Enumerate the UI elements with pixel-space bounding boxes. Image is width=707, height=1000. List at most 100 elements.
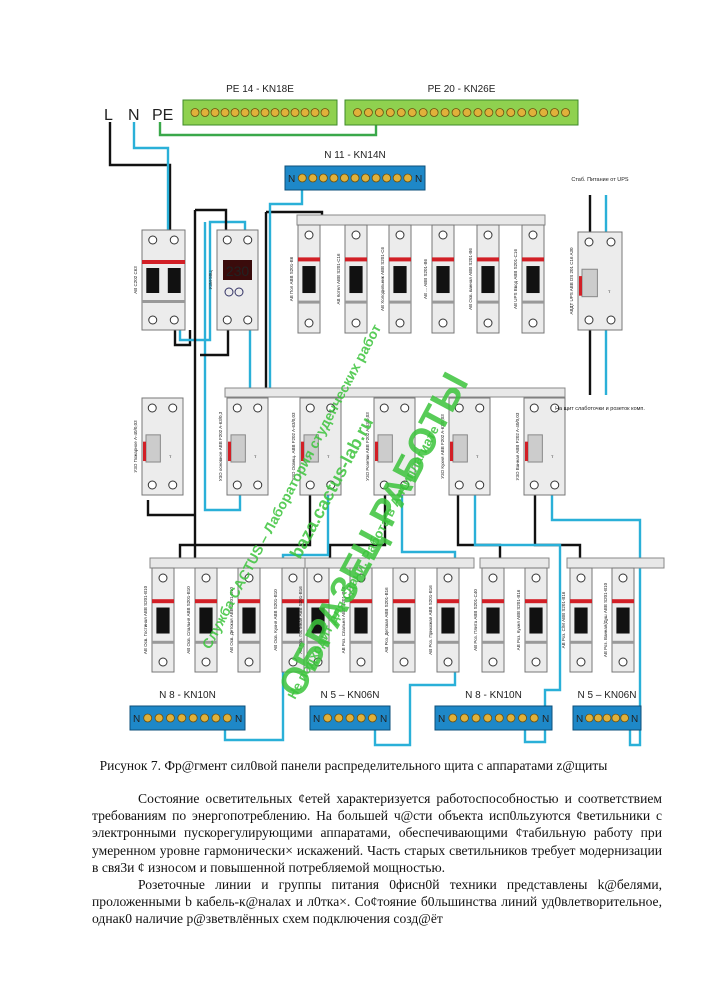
- terminal-screw-icon: [305, 480, 315, 490]
- rcbo-ups-label: АВДТ UPS ABB DS 201 C16 A30: [569, 247, 574, 314]
- busbar-comb: [149, 557, 315, 569]
- rcd-label: УЗО Ванная ABB F202 A-40/0,03: [515, 412, 520, 480]
- toggle-handle: [393, 266, 407, 294]
- divider: [612, 640, 634, 644]
- terminal-screw-icon: [310, 108, 320, 117]
- breaker-label: АВ Роз. Спальня ABB S201-B16: [341, 586, 346, 653]
- voltage-relay: 230 УЗМ-50Ц: [208, 229, 259, 331]
- red-stripe: [525, 599, 547, 604]
- n-bar-label: N 5 – KN06N: [578, 690, 637, 701]
- pe-bar-label: PE 14 - KN18E: [226, 84, 294, 95]
- red-stripe: [298, 257, 320, 262]
- terminal-screw-icon: [326, 480, 336, 490]
- breaker: АВ Пол ABB S201-B6: [289, 224, 321, 334]
- terminal-screw-icon: [320, 108, 330, 117]
- terminal-screw-icon: [200, 713, 209, 723]
- breaker: АВ Осв. Гостиная ABB S201-B10: [143, 567, 175, 673]
- red-stripe: [350, 599, 372, 604]
- main-breaker-label: АВ С202 С63: [133, 266, 138, 294]
- terminal-screw-icon: [188, 713, 198, 723]
- red-stripe: [570, 599, 592, 604]
- terminal-screw-icon: [253, 403, 263, 413]
- figure-caption: Рисунок 7. Фр@гмент сил0вой панели распр…: [99, 758, 608, 773]
- toggle-handle: [397, 607, 411, 634]
- pe-bar-body: [344, 99, 579, 126]
- n-bar-label: N 8 - KN10N: [465, 690, 522, 701]
- n-bar-label: N 5 – KN06N: [321, 690, 380, 701]
- terminal-screw-icon: [304, 318, 314, 328]
- terminal-screw-icon: [361, 173, 370, 183]
- toggle-handle: [436, 266, 450, 294]
- terminal-screw-icon: [506, 108, 516, 117]
- display-value: 230: [226, 263, 250, 279]
- terminal-screw-icon: [454, 480, 464, 490]
- divider: [389, 300, 411, 304]
- rcd-label: УЗО Кухня ABB F202 A-63/0,03: [440, 414, 445, 479]
- terminal-screw-icon: [318, 173, 328, 183]
- red-indicator: [228, 441, 231, 462]
- breaker-label: АВ Роз. Прихожая ABB S201-B16: [428, 585, 433, 655]
- terminal-screw-icon: [166, 713, 175, 723]
- terminal-screw-icon: [451, 108, 461, 117]
- terminal-screw-icon: [304, 230, 314, 240]
- terminal-screw-icon: [396, 108, 406, 117]
- red-stripe: [389, 257, 411, 262]
- red-stripe: [195, 599, 217, 604]
- display: [223, 260, 252, 280]
- pe-bar: PE 20 - KN26E: [344, 84, 579, 126]
- test-window: [230, 434, 246, 463]
- toggle-handle: [349, 266, 363, 294]
- terminal-screw-icon: [584, 237, 594, 247]
- terminal-screw-icon: [483, 230, 493, 240]
- terminal-screw-icon: [147, 403, 157, 413]
- label-n: N: [128, 107, 140, 124]
- terminal-screw-icon: [148, 235, 158, 245]
- test-window: [527, 434, 543, 463]
- terminal-screw-icon: [429, 108, 439, 117]
- n-mark: N: [576, 714, 583, 725]
- toggle-handle: [574, 607, 588, 634]
- wire: [158, 122, 378, 137]
- terminal-screw-icon: [618, 657, 628, 667]
- divider: [522, 300, 544, 304]
- terminal-screw-icon: [576, 657, 586, 667]
- terminal-screw-icon: [190, 108, 200, 117]
- terminal-screw-icon: [243, 235, 253, 245]
- voltage-relay-label: УЗМ-50Ц: [208, 270, 213, 290]
- wire: [550, 495, 642, 747]
- n-mark: N: [133, 714, 140, 725]
- terminal-screw-icon: [288, 573, 298, 583]
- wire: [373, 495, 457, 747]
- red-indicator: [375, 441, 378, 462]
- breaker-label: АВ Осв. ванная ABB S201-B6: [468, 248, 473, 310]
- terminal-screw-icon: [260, 108, 270, 117]
- terminal-screw-icon: [618, 573, 628, 583]
- terminal-screw-icon: [158, 573, 168, 583]
- breaker: АВ Роз. Плита ABB S201-C40: [473, 567, 505, 673]
- terminal-screw-icon: [550, 480, 560, 490]
- wire: [328, 495, 387, 560]
- divider: [142, 300, 185, 303]
- terminal-screw-icon: [395, 230, 405, 240]
- wire: [203, 222, 242, 512]
- breaker: АВ Холодильник ABB S201-C6: [380, 224, 412, 334]
- terminal-screw-icon: [483, 713, 493, 723]
- terminal-screw-icon: [201, 573, 211, 583]
- terminal-screw-icon: [529, 480, 539, 490]
- terminal-screw-icon: [488, 573, 498, 583]
- toggle-handle: [311, 607, 325, 634]
- terminal-screw-icon: [448, 713, 458, 723]
- n-mark: N: [288, 174, 295, 185]
- breaker: АВ Роз. Детская ABB S201-B16: [384, 567, 416, 673]
- terminal-screw-icon: [290, 108, 300, 117]
- breaker: АВ ... ABB S201-B6: [423, 224, 455, 334]
- terminal-screw-icon: [240, 108, 250, 117]
- n-bar-label: N 8 - KN10N: [159, 690, 216, 701]
- terminal-screw-icon: [379, 480, 389, 490]
- terminal-screw-icon: [584, 315, 594, 325]
- breaker-label: АВ Пол ABB S201-B6: [289, 256, 294, 301]
- test-button-icon: T: [254, 454, 257, 459]
